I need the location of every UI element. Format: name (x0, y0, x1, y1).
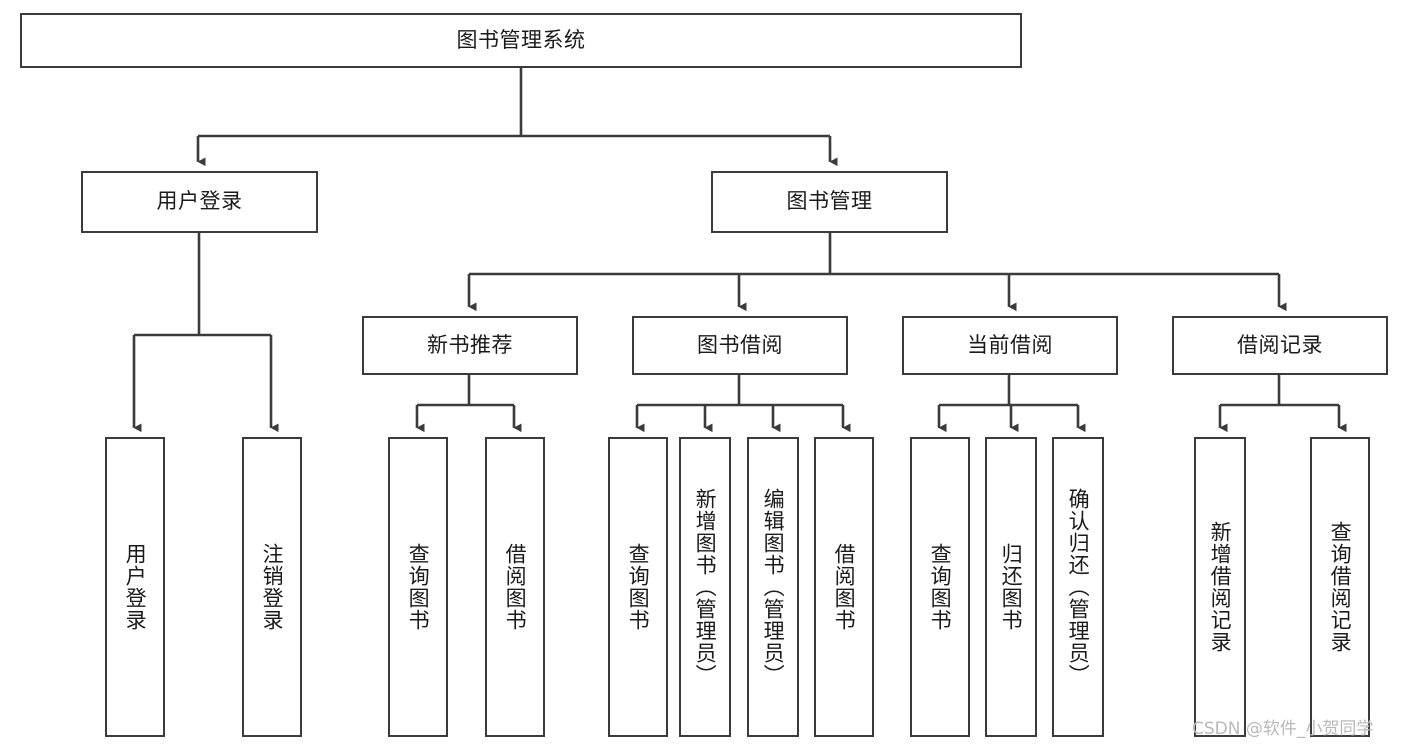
node-label-records: 借阅记录 (1237, 332, 1323, 357)
node-leaf-borrow-do[interactable]: 借阅图书 (814, 437, 874, 737)
node-label-bookmgmt: 图书管理 (786, 189, 873, 214)
node-label-leaf-cur-confirm: 确认归还（管理员） (1066, 488, 1091, 686)
node-leaf-new-borrow[interactable]: 借阅图书 (485, 437, 545, 737)
node-current[interactable]: 当前借阅 (902, 316, 1118, 375)
node-label-leaf-rec-query: 查询借阅记录 (1328, 521, 1353, 653)
node-leaf-borrow-edit[interactable]: 编辑图书（管理员） (747, 437, 799, 737)
node-label-leaf-borrow-edit: 编辑图书（管理员） (761, 488, 786, 686)
node-leaf-new-query[interactable]: 查询图书 (388, 437, 448, 737)
node-records[interactable]: 借阅记录 (1172, 316, 1388, 375)
node-leaf-borrow-query[interactable]: 查询图书 (608, 437, 668, 737)
node-label-borrow: 图书借阅 (697, 332, 783, 357)
node-label-leaf-rec-add: 新增借阅记录 (1208, 521, 1233, 653)
node-leaf-rec-add[interactable]: 新增借阅记录 (1194, 437, 1246, 737)
node-leaf-cur-return[interactable]: 归还图书 (985, 437, 1037, 737)
node-leaf-cur-confirm[interactable]: 确认归还（管理员） (1052, 437, 1104, 737)
node-root[interactable]: 图书管理系统 (20, 13, 1022, 68)
node-label-newbooks: 新书推荐 (427, 332, 513, 357)
node-label-leaf-new-borrow: 借阅图书 (503, 543, 528, 631)
node-label-leaf-new-query: 查询图书 (406, 543, 431, 631)
node-label-leaf-borrow-do: 借阅图书 (832, 543, 857, 631)
node-leaf-user-login[interactable]: 用户登录 (105, 437, 165, 737)
node-label-leaf-borrow-add: 新增图书（管理员） (693, 488, 718, 686)
node-leaf-borrow-add[interactable]: 新增图书（管理员） (679, 437, 731, 737)
node-label-leaf-borrow-query: 查询图书 (626, 543, 651, 631)
node-label-leaf-user-logout: 注销登录 (260, 543, 285, 631)
node-leaf-cur-query[interactable]: 查询图书 (910, 437, 970, 737)
node-login[interactable]: 用户登录 (81, 171, 318, 233)
node-newbooks[interactable]: 新书推荐 (362, 316, 578, 375)
node-leaf-rec-query[interactable]: 查询借阅记录 (1310, 437, 1370, 737)
node-label-leaf-cur-return: 归还图书 (999, 543, 1024, 631)
node-borrow[interactable]: 图书借阅 (632, 316, 848, 375)
node-leaf-user-logout[interactable]: 注销登录 (242, 437, 302, 737)
node-label-current: 当前借阅 (967, 332, 1053, 357)
node-label-root: 图书管理系统 (456, 27, 586, 52)
node-bookmgmt[interactable]: 图书管理 (711, 171, 948, 233)
node-label-leaf-cur-query: 查询图书 (928, 543, 953, 631)
node-label-leaf-user-login: 用户登录 (123, 543, 148, 631)
node-label-login: 用户登录 (156, 189, 243, 214)
